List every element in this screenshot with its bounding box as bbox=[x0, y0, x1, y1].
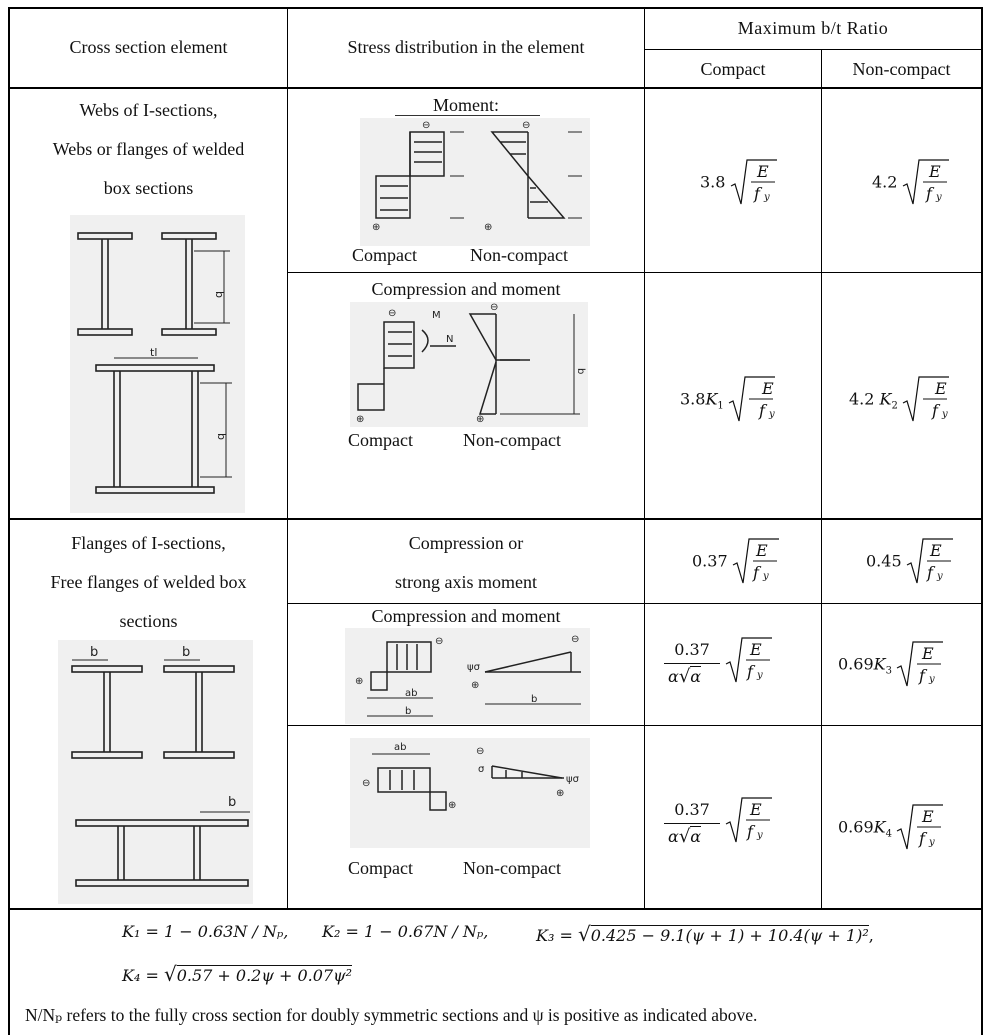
svg-text:⊖: ⊖ bbox=[388, 308, 396, 319]
row5-compact-label: Compact bbox=[348, 858, 413, 878]
svg-text:b: b bbox=[182, 645, 190, 660]
row4-noncompact-formula: 0.69K3 E f y bbox=[838, 640, 944, 690]
svg-text:⊖: ⊖ bbox=[435, 636, 443, 647]
web-sections-drawing: b b tl bbox=[70, 215, 245, 513]
svg-text:b: b bbox=[90, 645, 98, 660]
row3-compact-formula: 0.37 E f y bbox=[692, 537, 779, 587]
row1-stress-diagrams: ⊖ ⊕ ⊖ ⊕ bbox=[360, 118, 590, 246]
row2-stress-diagrams: ⊖ ⊕ M N ⊖ ⊕ b bbox=[350, 302, 588, 427]
row3-line1: Compression or bbox=[408, 533, 524, 553]
section2-line2: Free flanges of welded box bbox=[50, 572, 247, 592]
svg-text:⊕: ⊕ bbox=[476, 414, 484, 425]
header-noncompact: Non-compact bbox=[852, 59, 951, 79]
svg-text:N: N bbox=[446, 334, 453, 345]
header-max-bt-ratio: Maximum b/t Ratio bbox=[737, 18, 889, 38]
section1-line1: Webs of I-sections, bbox=[79, 100, 218, 120]
svg-text:⊖: ⊖ bbox=[490, 302, 498, 313]
row2-compact-formula: 3.8K1 E f y bbox=[680, 376, 775, 422]
svg-text:⊕: ⊕ bbox=[372, 222, 380, 233]
svg-text:ab: ab bbox=[394, 742, 406, 753]
footer-k3: K₃ = √0.425 − 9.1(ψ + 1) + 10.4(ψ + 1)², bbox=[536, 922, 874, 946]
svg-text:σ: σ bbox=[478, 764, 485, 775]
footer-k2: K₂ = 1 − 0.67N / Nₚ, bbox=[322, 922, 489, 941]
row1-compact-label: Compact bbox=[352, 245, 417, 265]
row3-noncompact-formula: 0.45 E f y bbox=[866, 537, 953, 587]
svg-text:b: b bbox=[575, 368, 586, 374]
row2-title: Compression and moment bbox=[371, 279, 561, 299]
footer-k1: K₁ = 1 − 0.63N / Nₚ, bbox=[122, 922, 289, 941]
footer-k4: K₄ = √0.57 + 0.2ψ + 0.07ψ² bbox=[122, 962, 353, 986]
svg-text:⊕: ⊕ bbox=[356, 414, 364, 425]
svg-text:b: b bbox=[531, 694, 537, 705]
svg-text:⊕: ⊕ bbox=[355, 676, 363, 687]
row2-compact-label: Compact bbox=[348, 430, 413, 450]
svg-text:ψσ: ψσ bbox=[467, 662, 481, 673]
svg-text:⊖: ⊖ bbox=[476, 746, 484, 757]
row5-stress-diagrams: ab⊖⊕ ⊖σψσ⊕ bbox=[350, 738, 590, 848]
svg-text:⊖: ⊖ bbox=[571, 634, 579, 645]
svg-text:⊖: ⊖ bbox=[362, 778, 370, 789]
flange-sections-drawing: b b b bbox=[58, 640, 253, 904]
section1-line2: Webs or flanges of welded bbox=[52, 139, 245, 159]
svg-text:⊖: ⊖ bbox=[522, 120, 530, 131]
row2-noncompact-formula: 4.2 K2 E f y bbox=[849, 376, 949, 422]
svg-text:ab: ab bbox=[405, 688, 417, 699]
svg-text:ψσ: ψσ bbox=[566, 774, 580, 785]
row1-noncompact-formula: 4.2 E f y bbox=[872, 158, 949, 208]
svg-text:M: M bbox=[432, 310, 441, 321]
svg-text:⊖: ⊖ bbox=[422, 120, 430, 131]
footer-note: N/Nₚ refers to the fully cross section f… bbox=[25, 1005, 758, 1025]
section1-line3: box sections bbox=[103, 178, 194, 198]
section2-line3: sections bbox=[119, 611, 178, 631]
svg-text:b: b bbox=[213, 291, 226, 298]
svg-text:b: b bbox=[215, 433, 228, 440]
svg-text:tl: tl bbox=[150, 346, 157, 359]
svg-text:⊕: ⊕ bbox=[556, 788, 564, 799]
svg-text:⊕: ⊕ bbox=[484, 222, 492, 233]
row5-noncompact-label: Non-compact bbox=[463, 858, 561, 878]
header-stress-distribution: Stress distribution in the element bbox=[347, 37, 585, 57]
header-cross-section: Cross section element bbox=[69, 37, 228, 57]
row5-noncompact-formula: 0.69K4 E f y bbox=[838, 803, 944, 853]
row2-noncompact-label: Non-compact bbox=[463, 430, 561, 450]
row1-compact-formula: 3.8 E f y bbox=[700, 158, 777, 208]
row1-noncompact-label: Non-compact bbox=[470, 245, 568, 265]
header-compact: Compact bbox=[700, 59, 766, 79]
svg-text:⊕: ⊕ bbox=[448, 800, 456, 811]
row4-title: Compression and moment bbox=[371, 606, 561, 626]
row4-stress-diagrams: ⊖ ⊕ ab b ⊖ ψσ ⊕ b bbox=[345, 628, 590, 724]
svg-text:b: b bbox=[405, 706, 411, 717]
section2-line1: Flanges of I-sections, bbox=[71, 533, 226, 553]
row1-title: Moment: bbox=[433, 95, 499, 115]
svg-text:b: b bbox=[228, 795, 236, 810]
svg-text:⊕: ⊕ bbox=[471, 680, 479, 691]
row3-line2: strong axis moment bbox=[395, 572, 537, 592]
